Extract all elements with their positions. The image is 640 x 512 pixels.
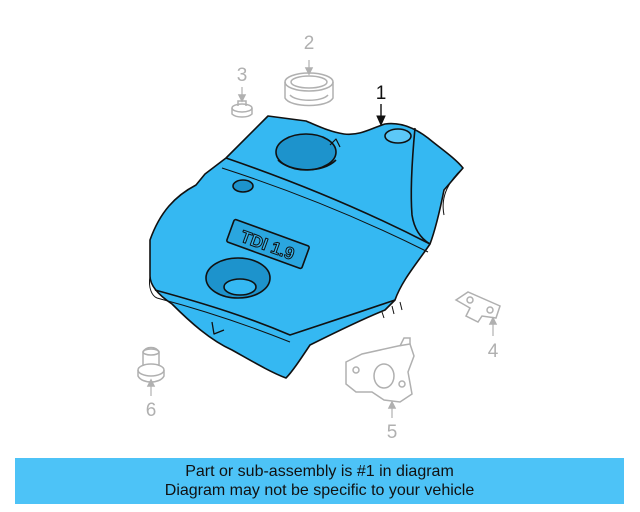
banner-line-disclaimer: Diagram may not be specific to your vehi… [164, 482, 475, 499]
callout-label-1: 1 [375, 83, 387, 104]
engine-cover[interactable]: TDI 1.9 [149, 115, 464, 379]
seal-ring-part[interactable] [284, 60, 334, 107]
bracket-large-part[interactable] [345, 337, 415, 418]
callout-label-2: 2 [303, 33, 315, 54]
callout-label-3: 3 [236, 65, 248, 86]
grommet-part[interactable] [137, 346, 165, 397]
callout-label-4: 4 [487, 341, 499, 362]
callout-arrow-1 [376, 104, 386, 127]
clip-part[interactable] [231, 87, 253, 118]
info-banner: Part or sub-assembly is #1 in diagram Di… [15, 458, 624, 504]
callout-label-6: 6 [145, 400, 157, 421]
parts-diagram: TDI 1.9 [137, 60, 501, 418]
bracket-small-part[interactable] [454, 291, 501, 336]
banner-line-part-number: Part or sub-assembly is #1 in diagram [185, 463, 454, 480]
callout-label-5: 5 [386, 422, 398, 443]
